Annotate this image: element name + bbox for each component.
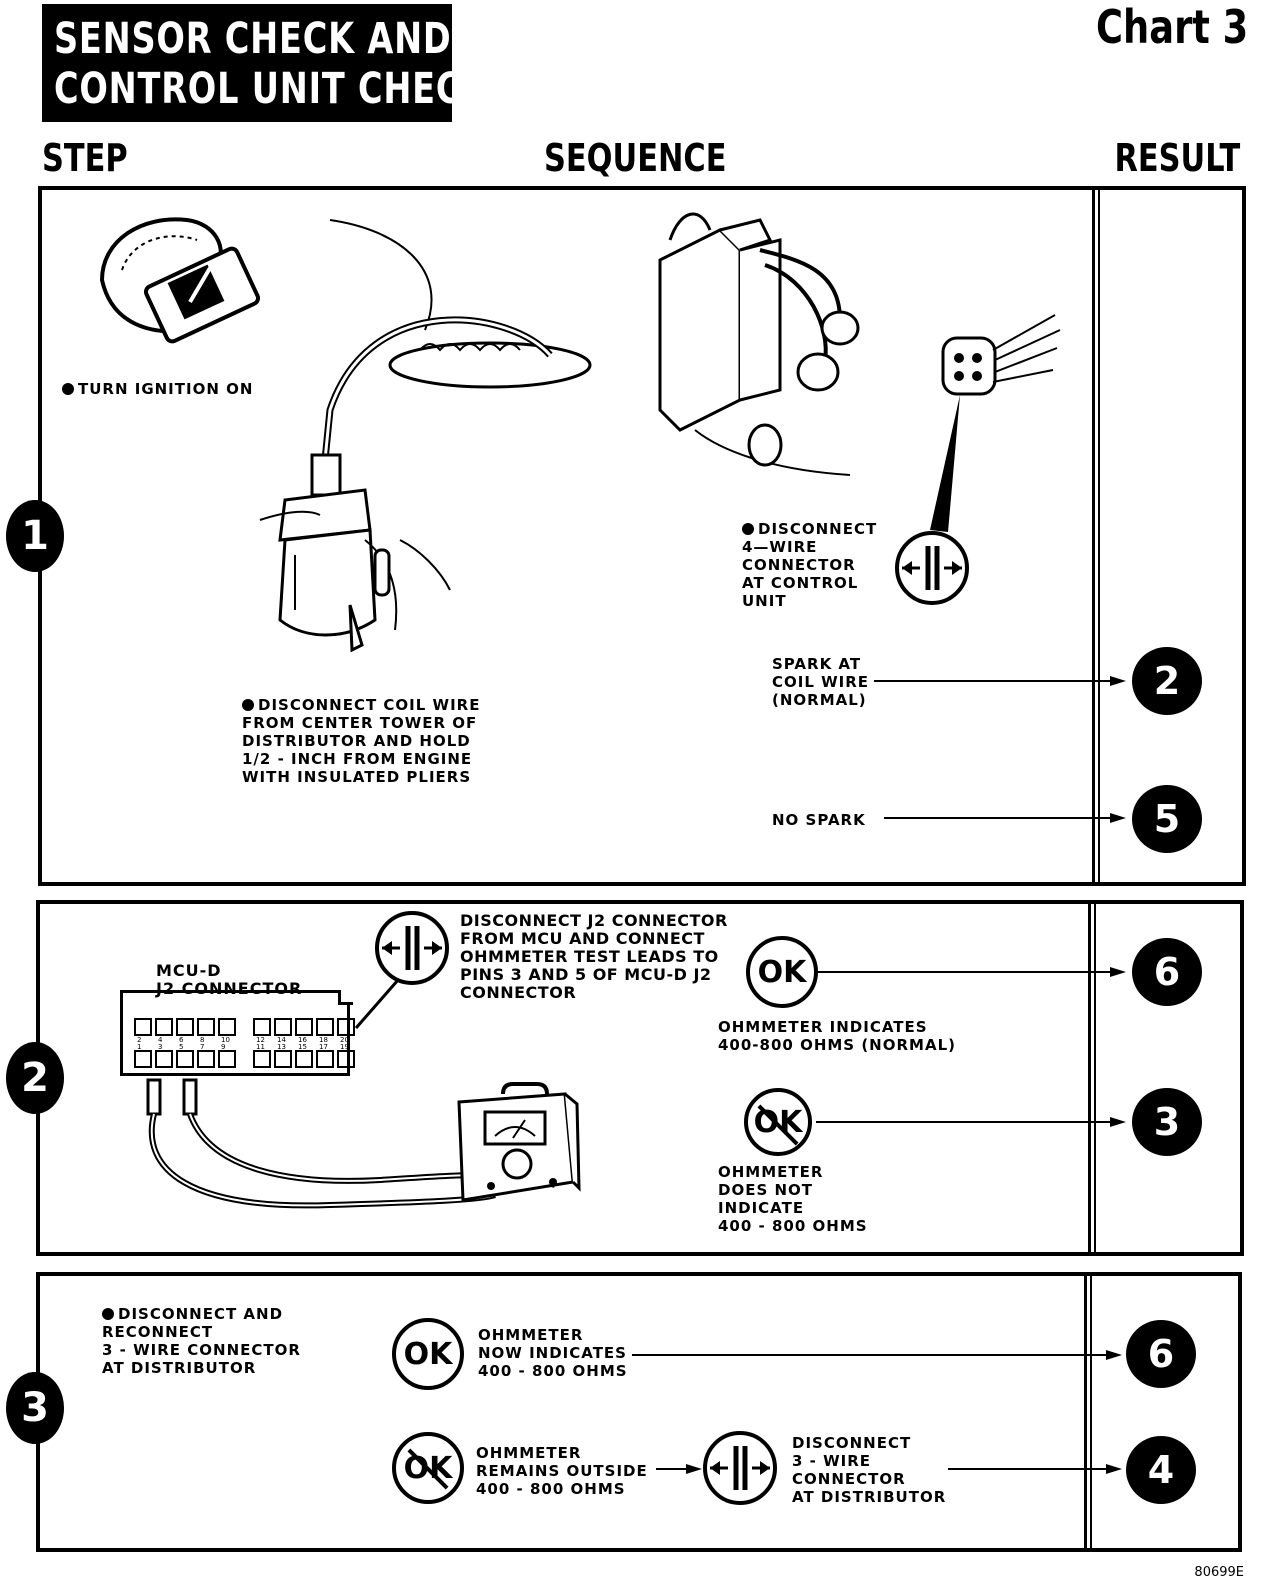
ok-symbol-text: OK (757, 954, 807, 990)
ignition-key-illustration (99, 217, 261, 344)
result-step-4: 4 (1126, 1436, 1196, 1504)
chart-title: SENSOR CHECK AND CONTROL UNIT CHECK (42, 4, 487, 122)
result-step-6: 6 (1132, 938, 1202, 1006)
outcome-spark: SPARK AT COIL WIRE (NORMAL) (772, 655, 870, 709)
instr-turn-ignition: TURN IGNITION ON (62, 380, 253, 398)
result-step-5: 5 (1132, 785, 1202, 853)
mcu-d-connector-label: MCU-D J2 CONNECTOR (156, 961, 303, 998)
pin (295, 1018, 313, 1036)
pin-number-bottom: 19 (340, 1043, 349, 1051)
outcome-now-indicates: OHMMETER NOW INDICATES 400 - 800 OHMS (478, 1326, 628, 1380)
four-wire-connector-illustration (941, 314, 1061, 396)
pin-number-bottom: 17 (319, 1043, 328, 1051)
not-ok-symbol-text: OK (753, 1104, 803, 1140)
ok-symbol-step3: OK (392, 1318, 464, 1390)
coil-distributor-illustration (259, 219, 592, 653)
result-step-2: 2 (1132, 647, 1202, 715)
pin-number-bottom: 13 (277, 1043, 286, 1051)
pin-number-top: 10 (221, 1036, 230, 1044)
step2-result-divider-2 (1094, 900, 1096, 1256)
footer-code: 80699E (1194, 1565, 1244, 1580)
pin-number-top: 2 (137, 1036, 142, 1044)
pin-number-bottom: 9 (221, 1043, 226, 1051)
instr-disconnect-4wire: DISCONNECT 4—WIRE CONNECTOR AT CONTROL U… (742, 520, 878, 610)
not-ok-symbol-step2: OK (744, 1088, 812, 1156)
disconnect-symbol-1 (895, 531, 969, 605)
j2-connector (120, 990, 350, 1076)
pin (316, 1018, 334, 1036)
instr-disconnect-j2: DISCONNECT J2 CONNECTOR FROM MCU AND CON… (460, 911, 728, 1002)
pin-number-top: 6 (179, 1036, 184, 1044)
step3-result-divider (1084, 1272, 1087, 1552)
pin (218, 1050, 236, 1068)
control-unit-illustration (658, 212, 860, 476)
pin-number-bottom: 1 (137, 1043, 142, 1051)
outcome-remains-outside: OHMMETER REMAINS OUTSIDE 400 - 800 OHMS (476, 1444, 648, 1498)
pin (218, 1018, 236, 1036)
pin (176, 1050, 194, 1068)
step-1-badge: 1 (6, 500, 64, 572)
pin (134, 1018, 152, 1036)
ok-symbol-step2: OK (746, 936, 818, 1008)
pins-top-row (134, 1018, 355, 1036)
pin-number-bottom: 7 (200, 1043, 205, 1051)
ok-symbol-text: OK (403, 1336, 453, 1372)
pin (197, 1050, 215, 1068)
pin-number-bottom: 3 (158, 1043, 163, 1051)
header-result: RESULT (1114, 136, 1240, 180)
pin-number-bottom: 15 (298, 1043, 307, 1051)
header-step: STEP (42, 136, 128, 180)
pin-number-top: 20 (340, 1036, 349, 1044)
step2-result-divider (1088, 900, 1091, 1256)
pin (155, 1018, 173, 1036)
header-sequence: SEQUENCE (544, 136, 727, 180)
pin-number-top: 18 (319, 1036, 328, 1044)
pin (134, 1050, 152, 1068)
ohmmeter-illustration (457, 1082, 581, 1202)
pin (176, 1018, 194, 1036)
pin (155, 1050, 173, 1068)
chart-number: Chart 3 (1095, 0, 1248, 54)
pin-number-top: 12 (256, 1036, 265, 1044)
pin (295, 1050, 313, 1068)
pin (274, 1018, 292, 1036)
pin (253, 1018, 271, 1036)
result-step-3: 3 (1132, 1088, 1202, 1156)
pins-bottom-row (134, 1050, 355, 1068)
action-disconnect-3wire: DISCONNECT 3 - WIRE CONNECTOR AT DISTRIB… (792, 1434, 947, 1506)
pin (274, 1050, 292, 1068)
outcome-ohmmeter-ok: OHMMETER INDICATES 400-800 OHMS (NORMAL) (718, 1018, 956, 1054)
step3-result-divider-2 (1090, 1272, 1092, 1552)
step-3-badge: 3 (6, 1372, 64, 1444)
pin (337, 1018, 355, 1036)
result-step-6b: 6 (1126, 1320, 1196, 1388)
instr-reconnect-3wire: DISCONNECT AND RECONNECT 3 - WIRE CONNEC… (102, 1305, 301, 1377)
pin (337, 1050, 355, 1068)
pin-number-top: 16 (298, 1036, 307, 1044)
pin-number-top: 4 (158, 1036, 163, 1044)
disconnect-symbol-3 (703, 1431, 777, 1505)
instr-disconnect-coil: DISCONNECT COIL WIRE FROM CENTER TOWER O… (242, 696, 481, 786)
step-2-badge: 2 (6, 1042, 64, 1114)
j2-connector-notch (338, 990, 353, 1005)
outcome-no-spark: NO SPARK (772, 811, 866, 829)
pin-number-bottom: 11 (256, 1043, 265, 1051)
pin-number-bottom: 5 (179, 1043, 184, 1051)
pin (253, 1050, 271, 1068)
pin-number-top: 8 (200, 1036, 205, 1044)
not-ok-symbol-text: OK (403, 1450, 453, 1486)
connector-pointer (930, 395, 960, 532)
not-ok-symbol-step3: OK (392, 1432, 464, 1504)
step1-result-divider (1092, 186, 1095, 886)
step1-result-divider-2 (1098, 186, 1100, 886)
pin-number-top: 14 (277, 1036, 286, 1044)
pin (197, 1018, 215, 1036)
outcome-ohmmeter-not-ok: OHMMETER DOES NOT INDICATE 400 - 800 OHM… (718, 1163, 868, 1235)
pin (316, 1050, 334, 1068)
disconnect-symbol-2 (354, 911, 449, 1029)
